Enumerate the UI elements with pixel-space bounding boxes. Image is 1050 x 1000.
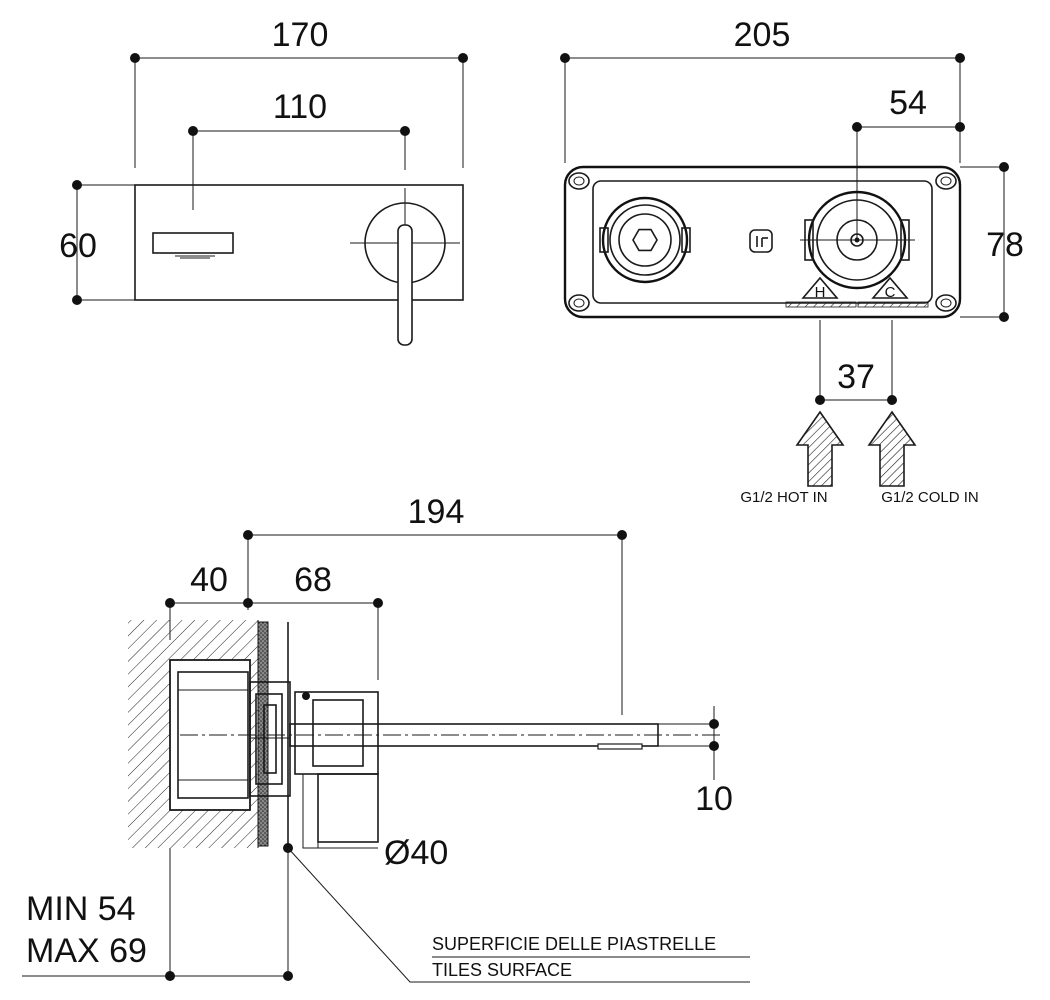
front-view: 170 110 60	[59, 16, 468, 346]
corner-screw-holes	[568, 172, 957, 312]
plate-view: 205 54 78	[560, 16, 1024, 506]
max-label: MAX 69	[26, 932, 147, 970]
side-view: 194 40 68	[22, 493, 750, 983]
front-plate	[134, 184, 464, 301]
dimension-10: 10	[695, 706, 733, 818]
mixer-cartridge	[800, 190, 915, 290]
hot-marker-label: H	[815, 284, 826, 301]
tile-surface-note: SUPERFICIE DELLE PIASTRELLE TILES SURFAC…	[287, 847, 750, 983]
dimension-40-68: 40 68	[165, 561, 383, 680]
dimension-54: 54	[852, 84, 965, 240]
dimension-194: 194	[243, 493, 627, 715]
dimension-78: 78	[960, 162, 1024, 322]
dimension-label-68: 68	[294, 561, 332, 599]
dimension-label-54: 54	[889, 84, 927, 122]
valve-connector	[249, 681, 291, 797]
cold-inlet-label: G1/2 COLD IN	[881, 489, 979, 506]
dimension-205: 205	[560, 16, 965, 163]
tile-layer	[257, 621, 269, 847]
mixer-handle	[350, 188, 460, 346]
min-max-dimension: MIN 54 MAX 69	[22, 843, 293, 981]
dimension-label-10: 10	[695, 780, 733, 818]
dimension-label-205: 205	[734, 16, 791, 54]
diverter-valve	[599, 196, 691, 284]
diameter-label: Ø40	[384, 834, 448, 872]
brand-logo-icon	[749, 229, 773, 253]
hot-inlet-arrow: G1/2 HOT IN	[740, 410, 845, 506]
mounting-box-outer	[563, 165, 962, 319]
cold-marker: C	[871, 276, 909, 301]
dimension-label-60: 60	[59, 227, 97, 265]
spout-outlet	[152, 232, 234, 259]
dimension-37: 37	[815, 320, 897, 405]
dimension-label-78: 78	[986, 226, 1024, 264]
dimension-label-37: 37	[837, 358, 875, 396]
tile-note-english: TILES SURFACE	[432, 960, 572, 980]
cold-marker-label: C	[885, 284, 896, 301]
dimension-110: 110	[188, 88, 410, 210]
mixer-body-side	[294, 691, 379, 849]
dimension-label-110: 110	[273, 88, 327, 126]
cold-inlet-arrow: G1/2 COLD IN	[867, 410, 979, 506]
hot-inlet-label: G1/2 HOT IN	[740, 489, 827, 506]
dimension-60: 60	[59, 180, 135, 305]
min-label: MIN 54	[26, 890, 136, 928]
hot-marker: H	[801, 276, 839, 301]
dimension-label-40: 40	[190, 561, 228, 599]
dimension-170: 170	[130, 16, 468, 168]
tile-note-italian: SUPERFICIE DELLE PIASTRELLE	[432, 934, 716, 954]
dimension-label-194: 194	[408, 493, 465, 531]
dimension-label-170: 170	[272, 16, 329, 54]
spout-side	[180, 723, 720, 750]
mounting-box-inner	[592, 180, 933, 304]
